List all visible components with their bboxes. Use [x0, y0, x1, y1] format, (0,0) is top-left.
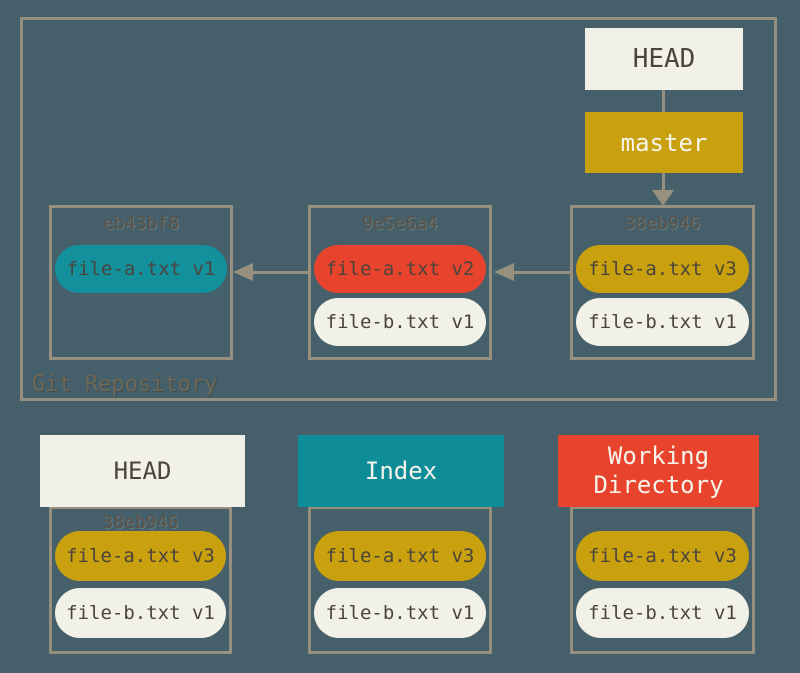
index-area-box: file-a.txt v3 file-b.txt v1	[308, 506, 492, 654]
file-pill: file-a.txt v2	[314, 245, 486, 293]
file-pill: file-a.txt v3	[55, 531, 226, 581]
arrow-38eb946-to-9e5e6a4	[512, 271, 570, 274]
file-pill: file-b.txt v1	[314, 588, 486, 638]
commit-hash: 9e5e6a4	[362, 213, 438, 234]
git-repository-box: Git Repository	[20, 17, 777, 401]
git-repository-label: Git Repository	[32, 372, 218, 397]
area-commit-hash: 38eb946	[102, 512, 179, 533]
file-pill: file-b.txt v1	[576, 588, 749, 638]
arrow-left-icon	[233, 263, 253, 281]
file-pill: file-a.txt v3	[576, 245, 749, 293]
arrow-9e5e6a4-to-eb43bf8	[251, 271, 308, 274]
head-to-master-line	[662, 90, 665, 112]
commit-box-38eb946: 38eb946 file-a.txt v3 file-b.txt v1	[570, 205, 755, 360]
file-pill: file-a.txt v1	[55, 245, 227, 293]
file-pill: file-b.txt v1	[314, 298, 486, 346]
file-pill: file-b.txt v1	[55, 588, 226, 638]
master-to-commit-line	[662, 173, 665, 191]
commit-hash: eb43bf8	[103, 213, 179, 234]
head-area-header: HEAD	[40, 435, 245, 507]
index-area-header: Index	[298, 435, 504, 507]
commit-hash: 38eb946	[624, 213, 701, 234]
arrow-down-icon	[652, 190, 674, 206]
working-directory-area-box: file-a.txt v3 file-b.txt v1	[570, 506, 755, 654]
working-directory-area-header: Working Directory	[558, 435, 759, 507]
master-branch-box: master	[585, 112, 743, 173]
commit-box-eb43bf8: eb43bf8 file-a.txt v1	[49, 205, 233, 360]
file-pill: file-b.txt v1	[576, 298, 749, 346]
arrow-left-icon	[494, 263, 514, 281]
commit-box-9e5e6a4: 9e5e6a4 file-a.txt v2 file-b.txt v1	[308, 205, 492, 360]
file-pill: file-a.txt v3	[576, 531, 749, 581]
head-area-box: 38eb946 file-a.txt v3 file-b.txt v1	[49, 506, 232, 654]
file-pill: file-a.txt v3	[314, 531, 486, 581]
head-ref-box: HEAD	[585, 28, 743, 90]
